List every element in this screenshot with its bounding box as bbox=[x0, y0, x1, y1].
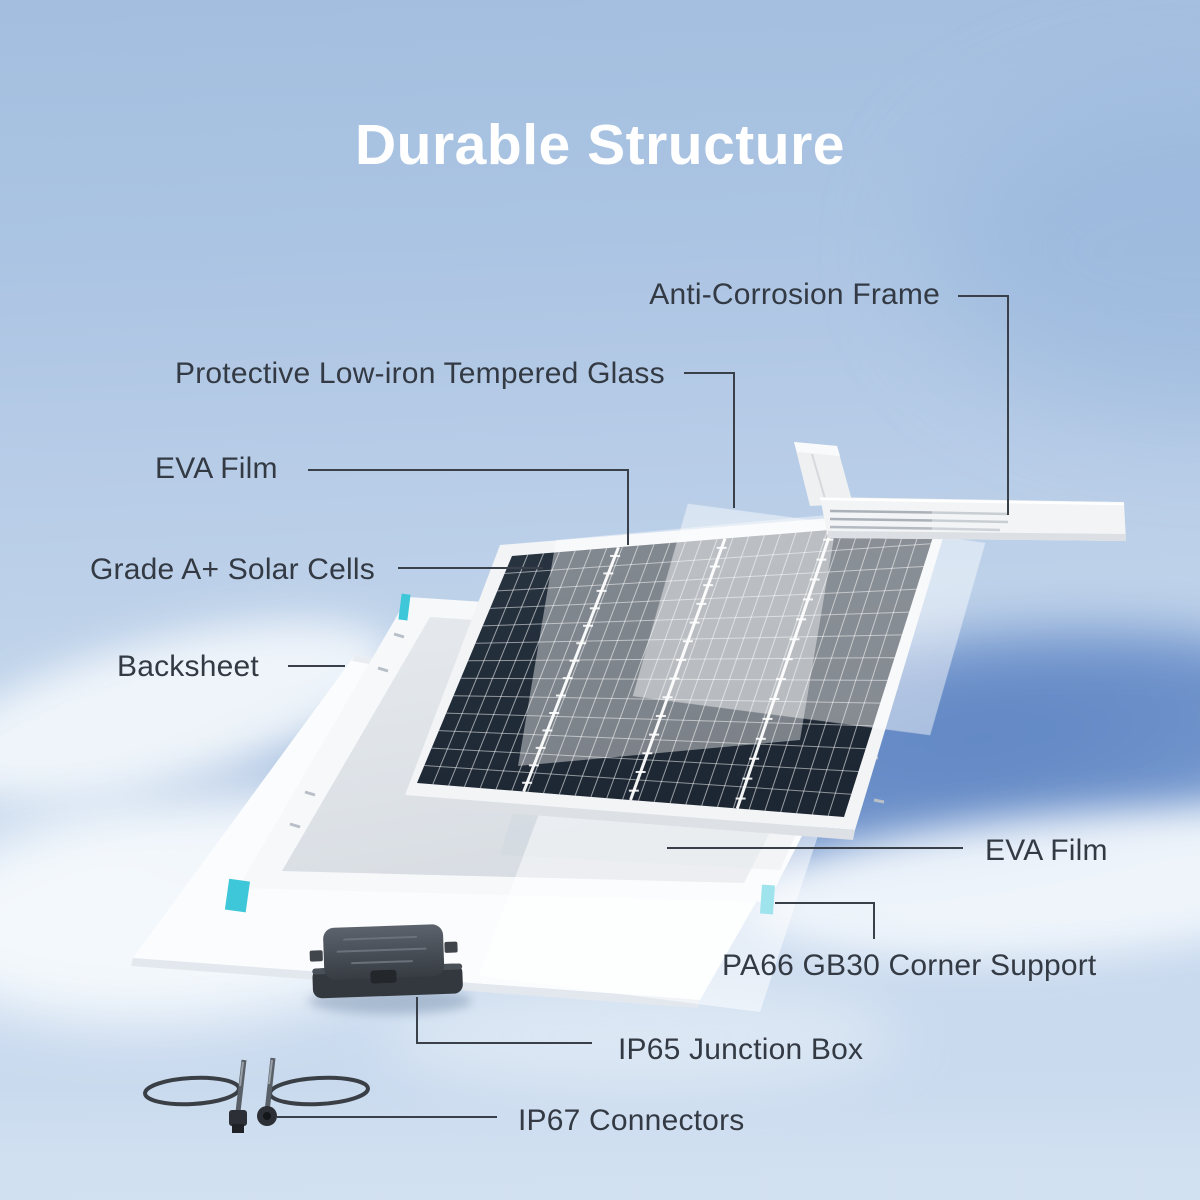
label-anti-corrosion-frame: Anti-Corrosion Frame bbox=[649, 278, 940, 311]
aluminum-frame-piece bbox=[794, 442, 1126, 541]
bottom-haze bbox=[0, 1090, 1200, 1200]
mc4-connectors bbox=[229, 1106, 277, 1133]
junction-box bbox=[308, 924, 472, 1014]
connector-cables bbox=[143, 1057, 370, 1133]
leader-lines bbox=[277, 295, 1009, 1118]
label-tempered-glass: Protective Low-iron Tempered Glass bbox=[175, 357, 665, 390]
page-title: Durable Structure bbox=[355, 113, 845, 177]
leader-corner-support bbox=[775, 902, 875, 939]
label-solar-cells: Grade A+ Solar Cells bbox=[90, 553, 375, 586]
leader-anti-corrosion bbox=[958, 295, 1009, 515]
leader-junction-box bbox=[416, 997, 592, 1044]
label-junction-box: IP65 Junction Box bbox=[618, 1033, 864, 1066]
label-backsheet: Backsheet bbox=[117, 650, 259, 683]
label-eva-film-bottom: EVA Film bbox=[985, 834, 1108, 867]
eva-film-upper-layer bbox=[518, 514, 838, 766]
label-connectors: IP67 Connectors bbox=[518, 1104, 745, 1137]
leader-tempered-glass bbox=[684, 372, 735, 508]
solar-cells-layer bbox=[403, 508, 952, 840]
leader-eva-top bbox=[308, 469, 629, 545]
label-eva-film-top: EVA Film bbox=[155, 452, 278, 485]
label-corner-support: PA66 GB30 Corner Support bbox=[722, 949, 1097, 982]
